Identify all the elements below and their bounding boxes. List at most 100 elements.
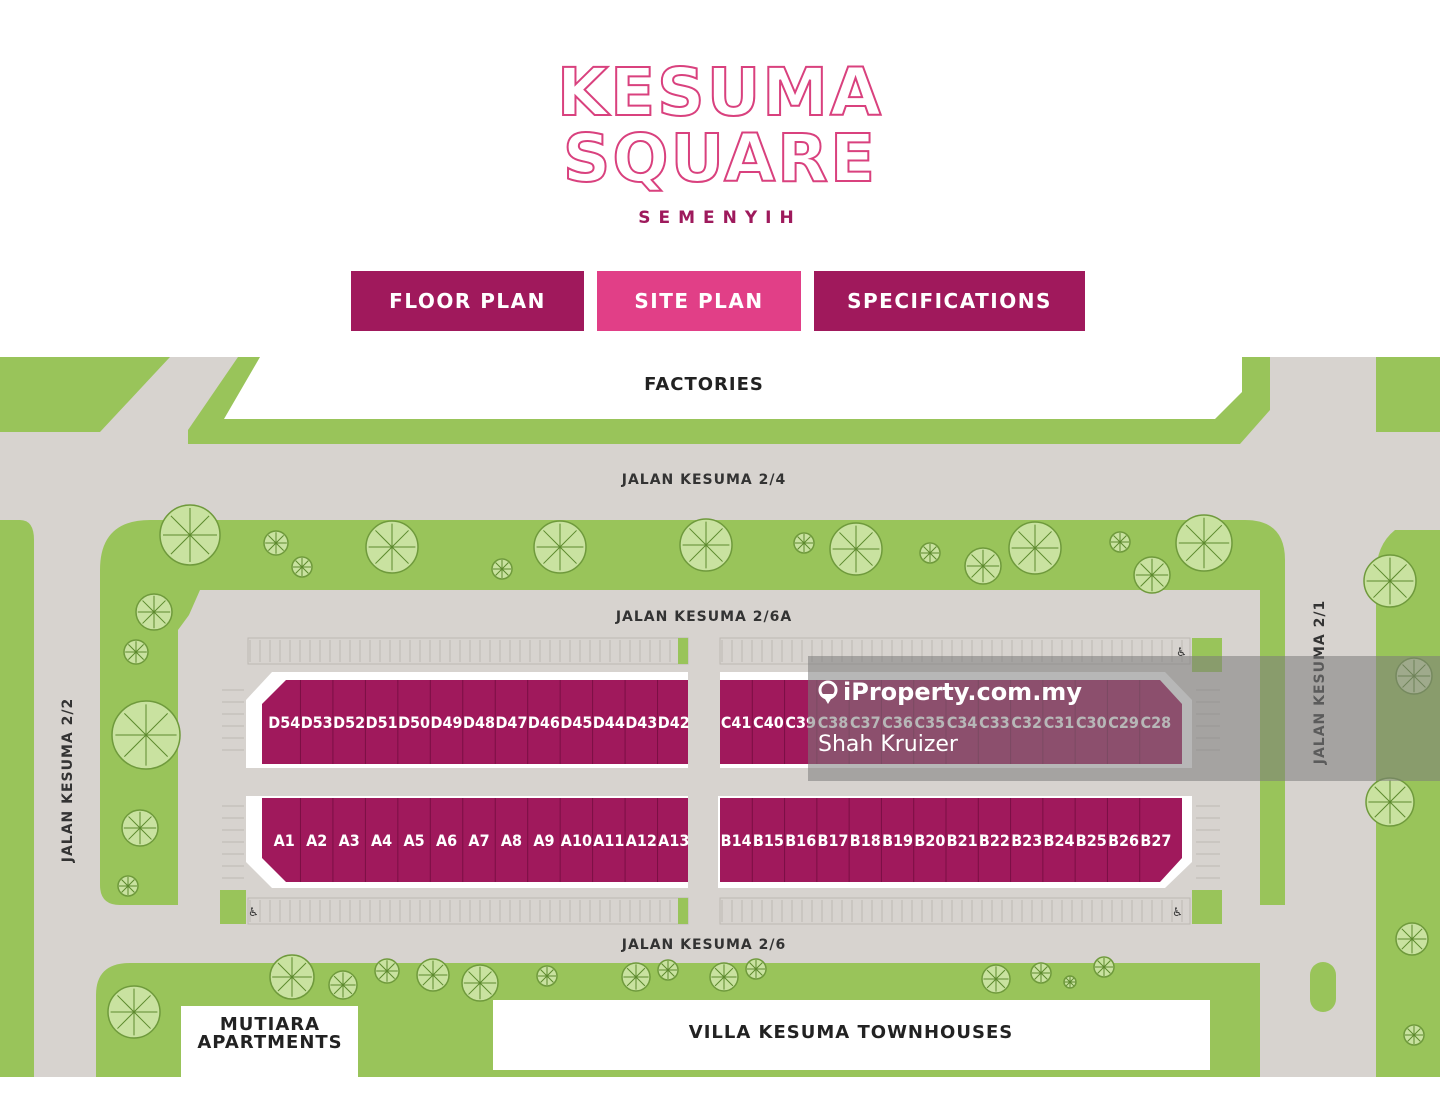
trees (107, 504, 1433, 1046)
watermark-author: Shah Kruizer (818, 732, 959, 757)
green-area-top-left (0, 357, 170, 432)
lot-label-b14[interactable]: B14 (721, 831, 752, 850)
lot-label-a8[interactable]: A8 (501, 831, 522, 850)
lot-label-b22[interactable]: B22 (979, 831, 1010, 850)
lot-label-a11[interactable]: A11 (593, 831, 624, 850)
lot-label-a9[interactable]: A9 (533, 831, 554, 850)
tree (745, 958, 767, 980)
lot-label-b25[interactable]: B25 (1076, 831, 1107, 850)
lot-label-b26[interactable]: B26 (1108, 831, 1139, 850)
mutiara-label-line2: APARTMENTS (197, 1032, 342, 1053)
lot-label-d42[interactable]: D42 (658, 713, 690, 732)
lot-label-a5[interactable]: A5 (403, 831, 424, 850)
lot-label-b16[interactable]: B16 (785, 831, 816, 850)
tree (117, 875, 139, 897)
lot-label-d49[interactable]: D49 (431, 713, 463, 732)
tree (263, 530, 289, 556)
lot-label-b24[interactable]: B24 (1044, 831, 1075, 850)
tree (1363, 554, 1417, 608)
tree (793, 532, 815, 554)
green-corner-4 (1192, 890, 1222, 924)
lot-label-a10[interactable]: A10 (561, 831, 592, 850)
lot-label-d50[interactable]: D50 (398, 713, 430, 732)
tree (964, 547, 1002, 585)
tree (829, 522, 883, 576)
factories-label: FACTORIES (644, 374, 764, 395)
lot-label-d54[interactable]: D54 (268, 713, 300, 732)
tree (981, 964, 1011, 994)
lot-label-d53[interactable]: D53 (301, 713, 333, 732)
lot-dividers (299, 680, 1141, 882)
lot-label-d51[interactable]: D51 (366, 713, 398, 732)
lot-label-b20[interactable]: B20 (914, 831, 945, 850)
lot-label-d45[interactable]: D45 (560, 713, 592, 732)
lot-label-d46[interactable]: D46 (528, 713, 560, 732)
tree (107, 985, 161, 1039)
logo-line-2: SQUARE (562, 120, 878, 197)
tree (1109, 531, 1131, 553)
tree (1093, 956, 1115, 978)
watermark-box (808, 656, 1440, 781)
mutiara-label-line1: MUTIARA (220, 1014, 320, 1035)
tree (1175, 514, 1233, 572)
lot-label-a2[interactable]: A2 (306, 831, 327, 850)
green-corner-2 (678, 898, 688, 924)
inner-road (178, 590, 1260, 905)
lot-label-a13[interactable]: A13 (658, 831, 689, 850)
villa-kesuma-block (493, 1000, 1210, 1070)
tab-floor-plan[interactable]: FLOOR PLAN (351, 271, 584, 331)
block-b (720, 798, 1182, 882)
lot-label-d47[interactable]: D47 (495, 713, 527, 732)
lot-label-d44[interactable]: D44 (593, 713, 625, 732)
tree (269, 954, 315, 1000)
tree (1008, 521, 1062, 575)
brand-logo: KESUMA SQUARE SEMENYIH (0, 59, 1440, 229)
lot-label-c41[interactable]: C41 (721, 713, 752, 732)
lot-label-b27[interactable]: B27 (1140, 831, 1171, 850)
logo-subtitle: SEMENYIH (638, 208, 802, 228)
green-corner-1 (678, 638, 688, 664)
green-area-top-right (1376, 357, 1440, 432)
lot-label-b17[interactable]: B17 (818, 831, 849, 850)
location-pin-tip (822, 694, 834, 704)
lot-label-a12[interactable]: A12 (626, 831, 657, 850)
tree (679, 518, 733, 572)
lot-label-b19[interactable]: B19 (882, 831, 913, 850)
lot-label-a6[interactable]: A6 (436, 831, 457, 850)
lot-label-c40[interactable]: C40 (753, 713, 784, 732)
lot-label-b21[interactable]: B21 (947, 831, 978, 850)
road-label-inner: JALAN KESUMA 2/6A (615, 609, 792, 625)
lot-label-a4[interactable]: A4 (371, 831, 392, 850)
parking-stalls (222, 640, 1220, 922)
townhouses-label: VILLA KESUMA TOWNHOUSES (689, 1022, 1013, 1043)
lot-label-a3[interactable]: A3 (339, 831, 360, 850)
tree (491, 558, 513, 580)
lot-label-b23[interactable]: B23 (1011, 831, 1042, 850)
lot-label-d43[interactable]: D43 (625, 713, 657, 732)
lot-label-b18[interactable]: B18 (850, 831, 881, 850)
lot-label-a7[interactable]: A7 (468, 831, 489, 850)
tree (291, 556, 313, 578)
tab-specifications[interactable]: SPECIFICATIONS (814, 271, 1085, 331)
block-a (262, 798, 688, 882)
tree (1063, 975, 1077, 989)
tree (374, 958, 400, 984)
tree (365, 520, 419, 574)
tree (709, 962, 739, 992)
block-d (262, 680, 688, 764)
tab-site-plan[interactable]: SITE PLAN (597, 271, 801, 331)
road-label-left: JALAN KESUMA 2/2 (60, 698, 76, 864)
lot-label-d52[interactable]: D52 (333, 713, 365, 732)
accessible-parking-icon: ♿ (248, 905, 259, 919)
lot-label-b15[interactable]: B15 (753, 831, 784, 850)
tree (621, 962, 651, 992)
tree (919, 542, 941, 564)
lot-label-d48[interactable]: D48 (463, 713, 495, 732)
tree (1403, 1024, 1425, 1046)
lot-label-a1[interactable]: A1 (274, 831, 295, 850)
tree (461, 964, 499, 1002)
accessible-parking-icon: ♿ (1172, 905, 1183, 919)
tree (111, 700, 181, 770)
